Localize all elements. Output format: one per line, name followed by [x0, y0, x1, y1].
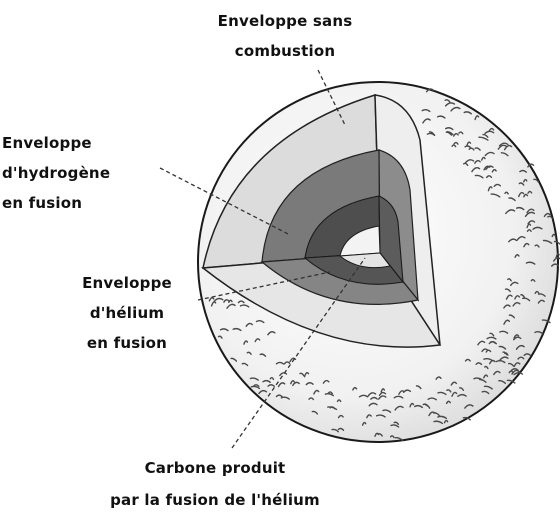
label-carbon-core: Carbone produit par la fusion de l'héliu… [85, 452, 345, 516]
label-helium-shell: Enveloppe d'hélium en fusion [62, 268, 192, 358]
label-outer-shell: Enveloppe sans combustion [205, 6, 365, 66]
label-hydrogen-shell: Enveloppe d'hydrogène en fusion [2, 128, 152, 218]
